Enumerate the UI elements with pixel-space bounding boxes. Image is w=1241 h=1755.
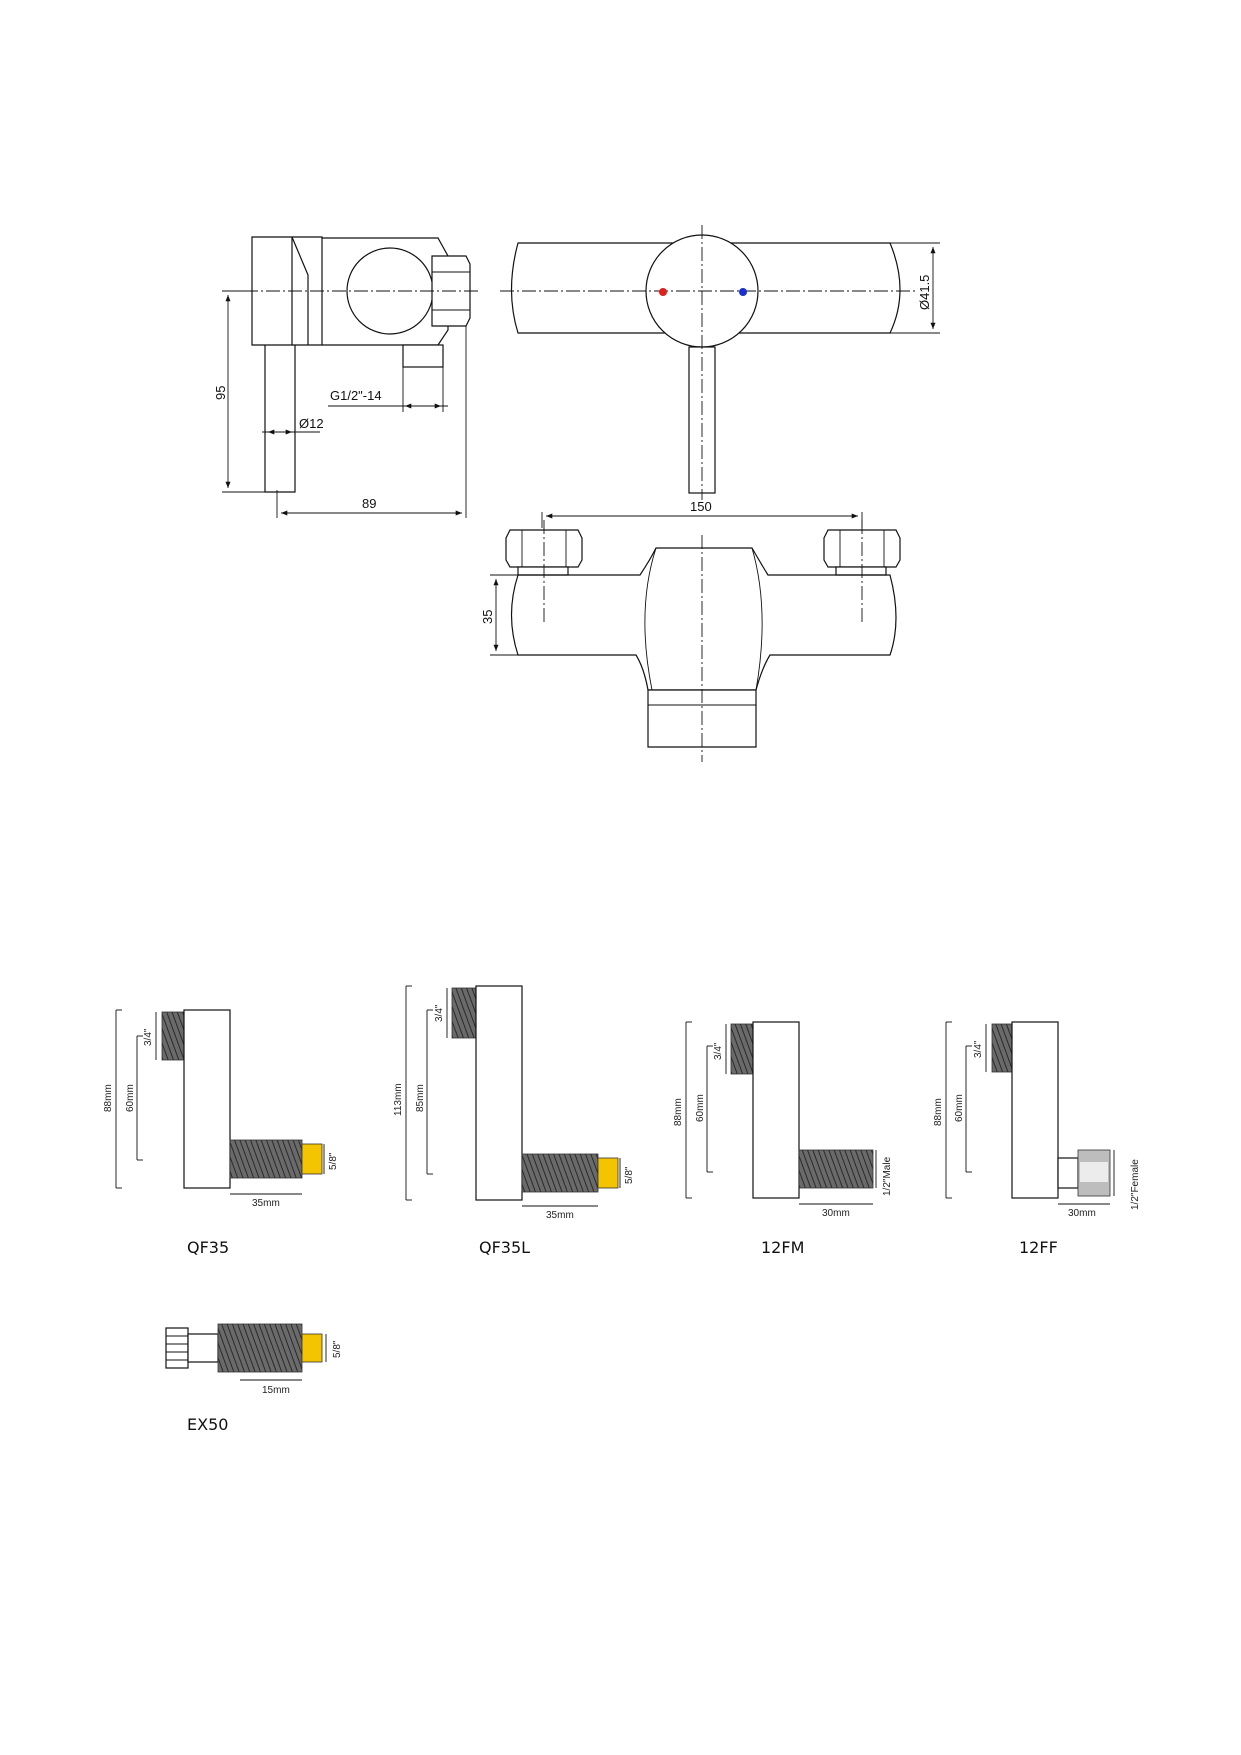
qf35-height: 88mm [103,1084,114,1112]
12ff-outlet: 1/2"Female [1130,1159,1141,1210]
12fm-inner: 60mm [695,1094,706,1122]
qf35l-height: 113mm [393,1083,404,1116]
12ff-length: 30mm [1068,1208,1096,1219]
dim-body-35: 35 [480,610,495,624]
valve-side-view: 95 G1/2"-14 Ø12 89 [213,236,478,518]
dim-diameter-12: Ø12 [299,416,324,431]
qf35l-outlet: 5/8" [624,1166,635,1184]
valve-front-view: Ø41.5 [500,225,940,500]
qf35l-inner: 85mm [415,1084,426,1112]
12ff-model: 12FF [1019,1238,1058,1257]
qf35l-model: QF35L [479,1238,530,1257]
qf35-model: QF35 [187,1238,229,1257]
qf35l-length: 35mm [546,1210,574,1221]
fitting-12ff: 88mm 60mm 3/4" 1/2"Female 30mm 12FF [933,1021,1141,1257]
qf35l-top-thread: 3/4" [434,1004,445,1022]
12fm-top-thread: 3/4" [713,1042,724,1060]
cold-indicator [739,288,747,296]
12fm-outlet: 1/2"Male [882,1156,893,1196]
fitting-12fm: 88mm 60mm 3/4" 1/2"Male 30mm 12FM [673,1021,893,1257]
fitting-ex50: 5/8" 15mm EX50 [165,1323,343,1434]
ex50-outlet: 5/8" [332,1340,343,1358]
qf35-length: 35mm [252,1198,280,1209]
fitting-qf35l: 113mm 85mm 3/4" 5/8" 35mm QF35L [393,985,635,1257]
valve-top-view: 150 35 [480,499,901,762]
12ff-top-thread: 3/4" [973,1040,984,1058]
12ff-height: 88mm [933,1098,944,1126]
12ff-inner: 60mm [954,1094,965,1122]
dim-thread: G1/2"-14 [330,388,382,403]
fitting-qf35: 88mm 60mm 3/4" 5/8" 35mm QF35 [103,1009,339,1257]
qf35-outlet: 5/8" [328,1152,339,1170]
dim-height-95: 95 [213,386,228,400]
qf35-top-thread: 3/4" [143,1028,154,1046]
12fm-height: 88mm [673,1098,684,1126]
dim-centres-150: 150 [690,499,712,514]
12fm-model: 12FM [761,1238,804,1257]
ex50-model: EX50 [187,1415,228,1434]
12fm-length: 30mm [822,1208,850,1219]
dim-diameter-41-5: Ø41.5 [917,275,932,310]
qf35-inner: 60mm [125,1084,136,1112]
dim-depth-89: 89 [362,496,376,511]
hot-indicator [659,288,667,296]
ex50-length: 15mm [262,1385,290,1396]
